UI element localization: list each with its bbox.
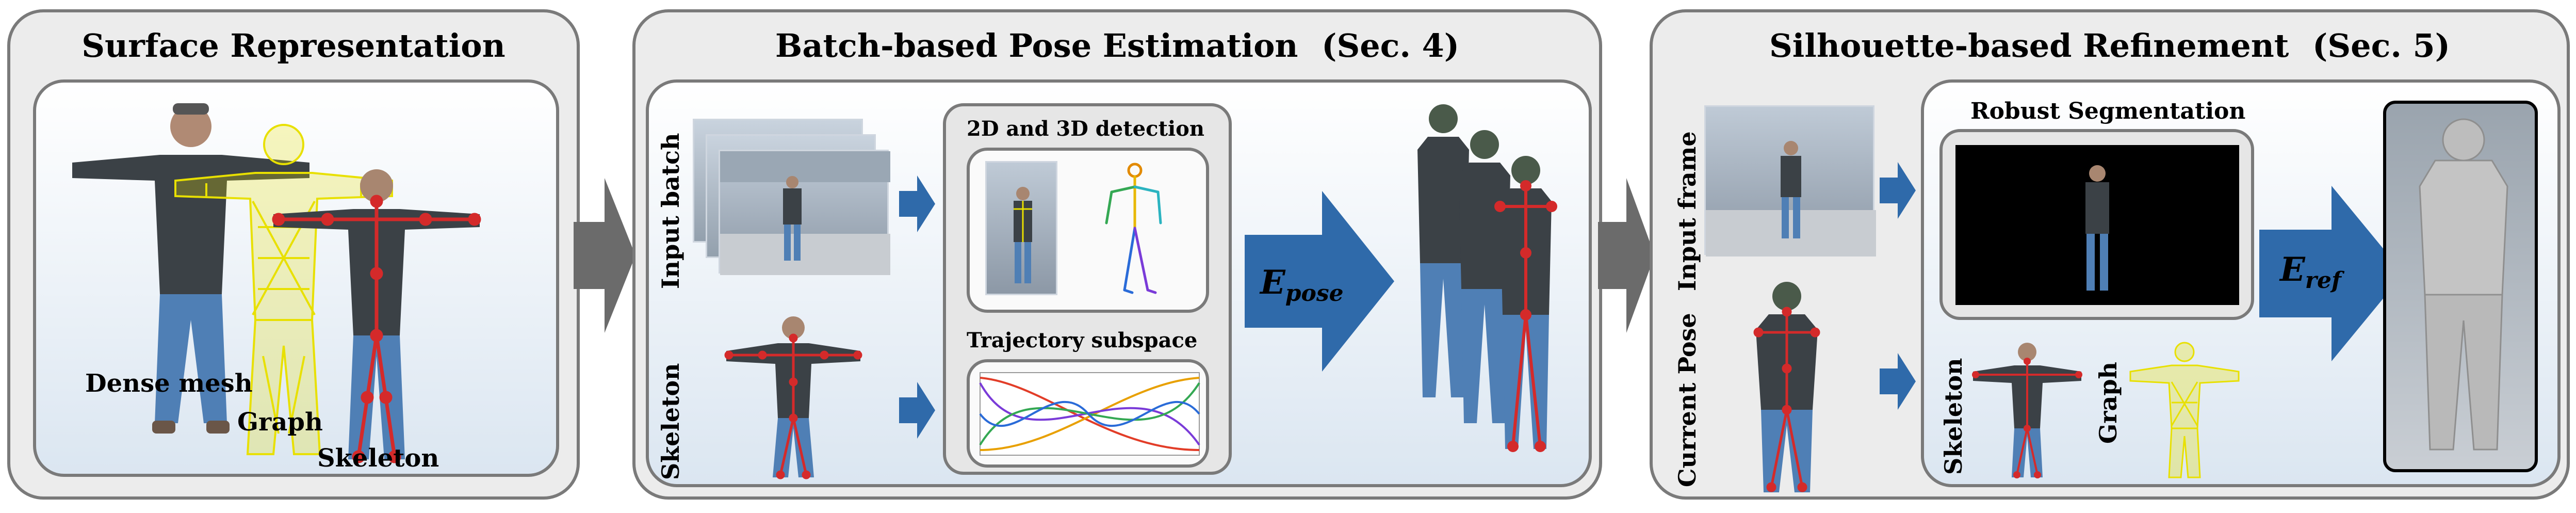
skeleton-figure-icon bbox=[272, 169, 481, 463]
pose-inner-box: Input batch Skeleton bbox=[646, 79, 1592, 487]
refined-mesh-image bbox=[2383, 101, 2538, 472]
person-figure-icon bbox=[72, 103, 309, 434]
skeleton-figure-icon bbox=[1753, 282, 1820, 492]
panel-title-row: Silhouette-based Refinement (Sec. 5) bbox=[1653, 27, 2567, 65]
person-figure-icon bbox=[1014, 187, 1032, 283]
trajectory-subbox bbox=[967, 359, 1209, 468]
panel-surface-representation: Surface Representation bbox=[7, 9, 580, 500]
blue-arrow-icon bbox=[899, 382, 935, 439]
panel-title: Batch-based Pose Estimation bbox=[775, 27, 1298, 65]
input-batch-frame-3 bbox=[719, 150, 890, 275]
label-input-batch: Input batch bbox=[657, 133, 684, 289]
energy-subscript: ref bbox=[2305, 267, 2341, 294]
skeleton-figure-icon bbox=[724, 316, 862, 479]
label-current-pose: Current Pose bbox=[1673, 313, 1701, 487]
label-graph: Graph bbox=[237, 408, 323, 437]
section-ref: (Sec. 4) bbox=[1322, 27, 1460, 65]
gray-arrow-icon bbox=[574, 178, 635, 333]
detection-box: 2D and 3D detection bbox=[943, 103, 1232, 475]
panel-title: Silhouette-based Refinement bbox=[1769, 27, 2289, 65]
person-figure-icon bbox=[1706, 141, 1876, 256]
person-figure-icon bbox=[1494, 156, 1557, 452]
blue-arrow-icon bbox=[1880, 353, 1916, 410]
label-skeleton: Skeleton bbox=[317, 444, 439, 473]
energy-pose-label: Epose bbox=[1260, 263, 1344, 307]
segmentation-box bbox=[1939, 129, 2254, 320]
surface-inner-box: Dense mesh Graph Skeleton bbox=[33, 79, 559, 477]
panel-title-row: Batch-based Pose Estimation (Sec. 4) bbox=[635, 27, 1599, 65]
surface-figures-illustration bbox=[72, 103, 481, 463]
person-figure-icon bbox=[1459, 130, 1510, 423]
person-figure-icon bbox=[2085, 165, 2109, 291]
blue-arrow-icon bbox=[899, 175, 935, 232]
label-skeleton: Skeleton bbox=[1939, 358, 1967, 475]
section-ref: (Sec. 5) bbox=[2312, 27, 2450, 65]
label-dense-mesh: Dense mesh bbox=[85, 369, 253, 398]
person-figure-icon bbox=[720, 151, 890, 275]
trajectory-title: Trajectory subspace bbox=[967, 328, 1198, 352]
person-figure-icon bbox=[1417, 104, 1469, 397]
skeleton-figure-icon bbox=[1972, 343, 2082, 478]
blue-arrow-icon bbox=[1880, 162, 1916, 219]
mesh-figure-icon bbox=[2129, 342, 2240, 478]
energy-symbol: E bbox=[2280, 250, 2305, 289]
panel-batch-pose-estimation: Batch-based Pose Estimation (Sec. 4) Inp… bbox=[632, 9, 1602, 500]
label-graph: Graph bbox=[2094, 362, 2122, 444]
detection-title: 2D and 3D detection bbox=[967, 117, 1204, 141]
person-figure-icon bbox=[2419, 118, 2508, 451]
segmentation-title: Robust Segmentation bbox=[1970, 98, 2246, 124]
posed-figures-icon bbox=[1417, 104, 1557, 452]
detection-image bbox=[985, 161, 1057, 295]
blue-arrow-icon bbox=[1245, 191, 1394, 372]
mesh-figure-icon bbox=[174, 124, 393, 455]
label-skeleton: Skeleton bbox=[657, 363, 684, 480]
segmentation-image bbox=[1955, 145, 2239, 305]
detection-subbox bbox=[967, 148, 1209, 313]
refinement-inner-box: Robust Segmentation Skeleton Graph bbox=[1921, 79, 2561, 487]
stick-figure-3d-icon bbox=[1105, 163, 1162, 294]
energy-symbol: E bbox=[1260, 263, 1285, 302]
panel-title: Surface Representation bbox=[81, 27, 506, 65]
label-input-frame: Input frame bbox=[1673, 131, 1701, 291]
trajectory-curves-icon bbox=[979, 372, 1200, 456]
gray-arrow-icon bbox=[1598, 178, 1655, 333]
energy-ref-label: Eref bbox=[2280, 250, 2341, 294]
blue-arrow-icon bbox=[2259, 186, 2404, 361]
panel-silhouette-refinement: Silhouette-based Refinement (Sec. 5) Inp… bbox=[1650, 9, 2570, 500]
input-frame-image bbox=[1704, 105, 1876, 256]
energy-subscript: pose bbox=[1285, 280, 1344, 307]
